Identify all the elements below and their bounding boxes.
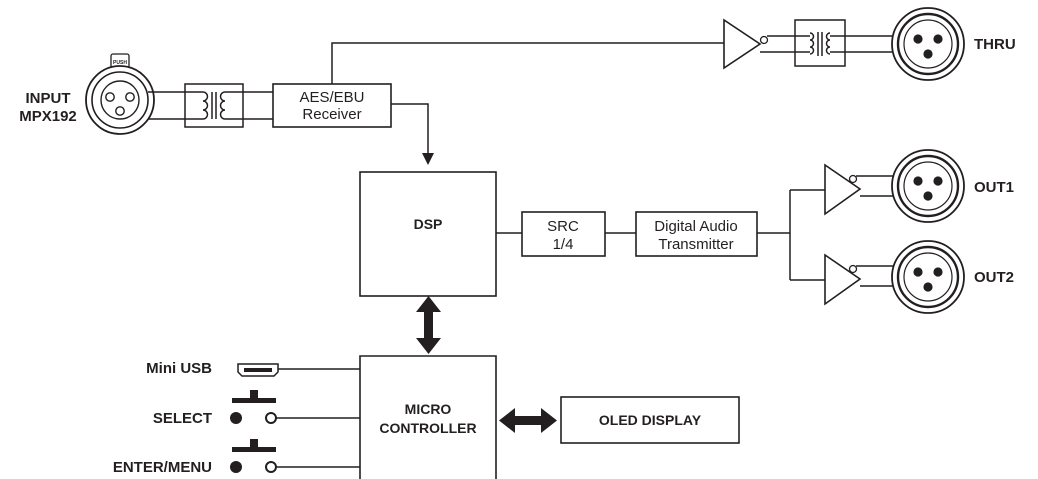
src-block: SRC 1/4 <box>521 211 606 257</box>
aes-to-dsp-arrow <box>391 103 434 165</box>
svg-text:MICRO: MICRO <box>405 401 452 417</box>
input-isolation-transformer-icon <box>184 83 244 128</box>
enter-menu-label: ENTER/MENU <box>113 459 212 476</box>
svg-text:1/4: 1/4 <box>553 236 574 253</box>
aes-to-thru-line <box>331 42 724 84</box>
out1-buffer-amplifier-icon <box>824 163 862 216</box>
enter-menu-pushbutton-icon[interactable] <box>230 439 277 473</box>
svg-text:INPUT: INPUT <box>26 90 71 107</box>
svg-text:CONTROLLER: CONTROLLER <box>379 420 476 436</box>
transmitter-split-lines <box>757 189 825 281</box>
transformer-to-aes-wires <box>243 91 273 120</box>
mini-usb-port-icon[interactable] <box>237 363 279 377</box>
svg-text:MPX192: MPX192 <box>19 108 77 125</box>
svg-text:Receiver: Receiver <box>302 106 361 123</box>
svg-text:SRC: SRC <box>547 218 579 235</box>
mini-usb-label: Mini USB <box>146 360 212 377</box>
select-label: SELECT <box>153 410 212 427</box>
dsp-block: DSP <box>359 171 497 297</box>
svg-text:DSP: DSP <box>414 216 443 232</box>
out2-label: OUT2 <box>974 269 1014 286</box>
thru-buffer-amplifier-icon <box>723 18 769 70</box>
aes-ebu-receiver-block: AES/EBU Receiver <box>272 83 392 128</box>
digital-audio-transmitter-block: Digital Audio Transmitter <box>635 211 758 257</box>
thru-output-wires <box>845 35 892 53</box>
out1-wires <box>856 175 896 197</box>
out1-label: OUT1 <box>974 179 1014 196</box>
dsp-micro-bidirectional-arrow-icon <box>416 296 441 354</box>
input-xlr-female-connector-icon: PUSH <box>85 53 155 135</box>
push-latch-label: PUSH <box>113 60 127 66</box>
svg-text:AES/EBU: AES/EBU <box>299 89 364 106</box>
out2-buffer-amplifier-icon <box>824 253 862 306</box>
out1-xlr-male-connector-icon <box>891 149 965 223</box>
svg-text:OLED DISPLAY: OLED DISPLAY <box>599 412 702 428</box>
thru-label: THRU <box>974 36 1016 53</box>
svg-text:Transmitter: Transmitter <box>658 236 733 253</box>
select-pushbutton-icon[interactable] <box>230 390 277 424</box>
micro-oled-bidirectional-arrow-icon <box>499 408 557 433</box>
thru-isolation-transformer-icon <box>794 19 846 67</box>
micro-controller-block: MICRO CONTROLLER <box>359 355 497 479</box>
input-label: INPUT MPX192 <box>19 90 77 125</box>
out2-xlr-male-connector-icon <box>891 240 965 314</box>
out2-wires <box>856 265 896 287</box>
svg-text:Digital Audio: Digital Audio <box>654 218 737 235</box>
thru-xlr-male-connector-icon <box>891 7 965 81</box>
oled-display-block: OLED DISPLAY <box>560 396 740 444</box>
